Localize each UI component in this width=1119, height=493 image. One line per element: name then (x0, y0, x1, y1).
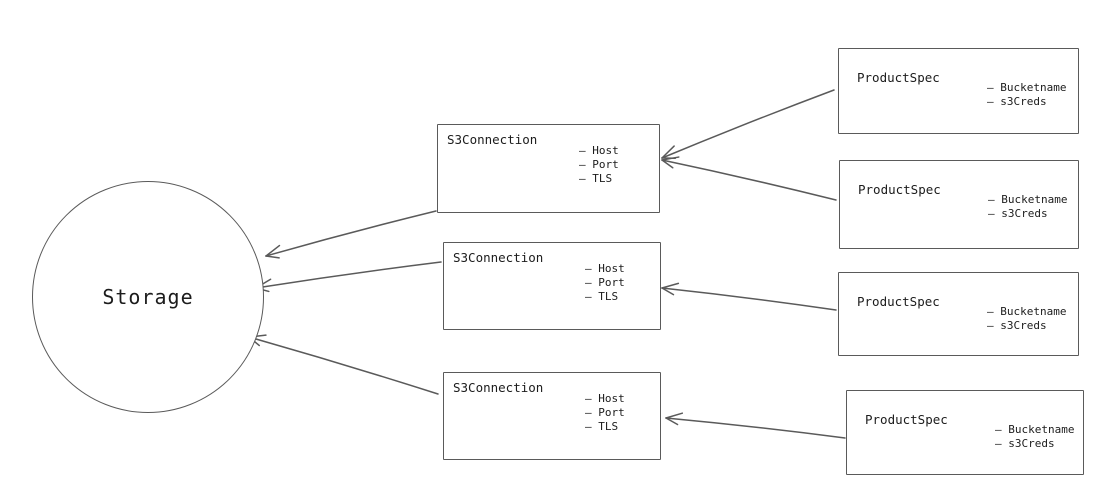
s3connection-attribute: – Port (585, 406, 625, 419)
productspec-attribute: – Bucketname (987, 305, 1067, 318)
productspec-box-2[interactable]: ProductSpec – Bucketname– s3Creds (839, 160, 1079, 249)
productspec-attribute: – Bucketname (988, 193, 1068, 206)
productspec-box-4[interactable]: ProductSpec – Bucketname– s3Creds (846, 390, 1084, 475)
s3connection-title: S3Connection (453, 250, 544, 265)
s3connection-attribute-list: – Host– Port– TLS (585, 392, 625, 434)
productspec-attribute: – s3Creds (987, 95, 1047, 108)
connection-1-to-storage-arrow (265, 210, 437, 259)
s3connection-attribute: – Host (585, 392, 625, 405)
spec-1-to-connection-1-arrow (661, 89, 835, 160)
productspec-attribute: – Bucketname (987, 81, 1067, 94)
s3connection-title: S3Connection (447, 132, 538, 147)
s3connection-attribute-list: – Host– Port– TLS (585, 262, 625, 304)
productspec-attribute-list: – Bucketname– s3Creds (995, 423, 1074, 451)
productspec-attribute-list: – Bucketname– s3Creds (987, 305, 1066, 333)
productspec-attribute: – s3Creds (995, 437, 1055, 450)
s3connection-title: S3Connection (453, 380, 544, 395)
storage-label: Storage (102, 285, 194, 309)
productspec-attribute-list: – Bucketname– s3Creds (987, 81, 1066, 109)
productspec-box-1[interactable]: ProductSpec – Bucketname– s3Creds (838, 48, 1079, 134)
connection-2-to-storage-arrow (255, 261, 442, 293)
spec-2-to-connection-1-arrow (661, 156, 837, 201)
s3connection-attribute: – Port (579, 158, 619, 171)
s3connection-attribute: – TLS (585, 290, 619, 303)
s3connection-box-1[interactable]: S3Connection – Host– Port– TLS (437, 124, 660, 213)
s3connection-attribute: – Host (579, 144, 619, 157)
productspec-attribute: – s3Creds (988, 207, 1048, 220)
productspec-title: ProductSpec (858, 182, 941, 197)
productspec-title: ProductSpec (857, 70, 940, 85)
productspec-title: ProductSpec (865, 412, 948, 427)
s3connection-box-3[interactable]: S3Connection – Host– Port– TLS (443, 372, 661, 460)
spec-4-to-connection-3-arrow (665, 412, 846, 439)
productspec-title: ProductSpec (857, 294, 940, 309)
s3connection-attribute: – Port (585, 276, 625, 289)
productspec-attribute: – s3Creds (987, 319, 1047, 332)
productspec-attribute-list: – Bucketname– s3Creds (988, 193, 1067, 221)
s3connection-attribute: – TLS (585, 420, 619, 433)
s3connection-attribute: – TLS (579, 172, 613, 185)
connection-3-to-storage-arrow (248, 334, 439, 395)
s3connection-attribute: – Host (585, 262, 625, 275)
spec-3-to-connection-2-arrow (661, 282, 837, 311)
productspec-attribute: – Bucketname (995, 423, 1075, 436)
s3connection-box-2[interactable]: S3Connection – Host– Port– TLS (443, 242, 661, 330)
storage-circle[interactable]: Storage (32, 181, 264, 413)
s3connection-attribute-list: – Host– Port– TLS (579, 144, 619, 186)
productspec-box-3[interactable]: ProductSpec – Bucketname– s3Creds (838, 272, 1079, 356)
